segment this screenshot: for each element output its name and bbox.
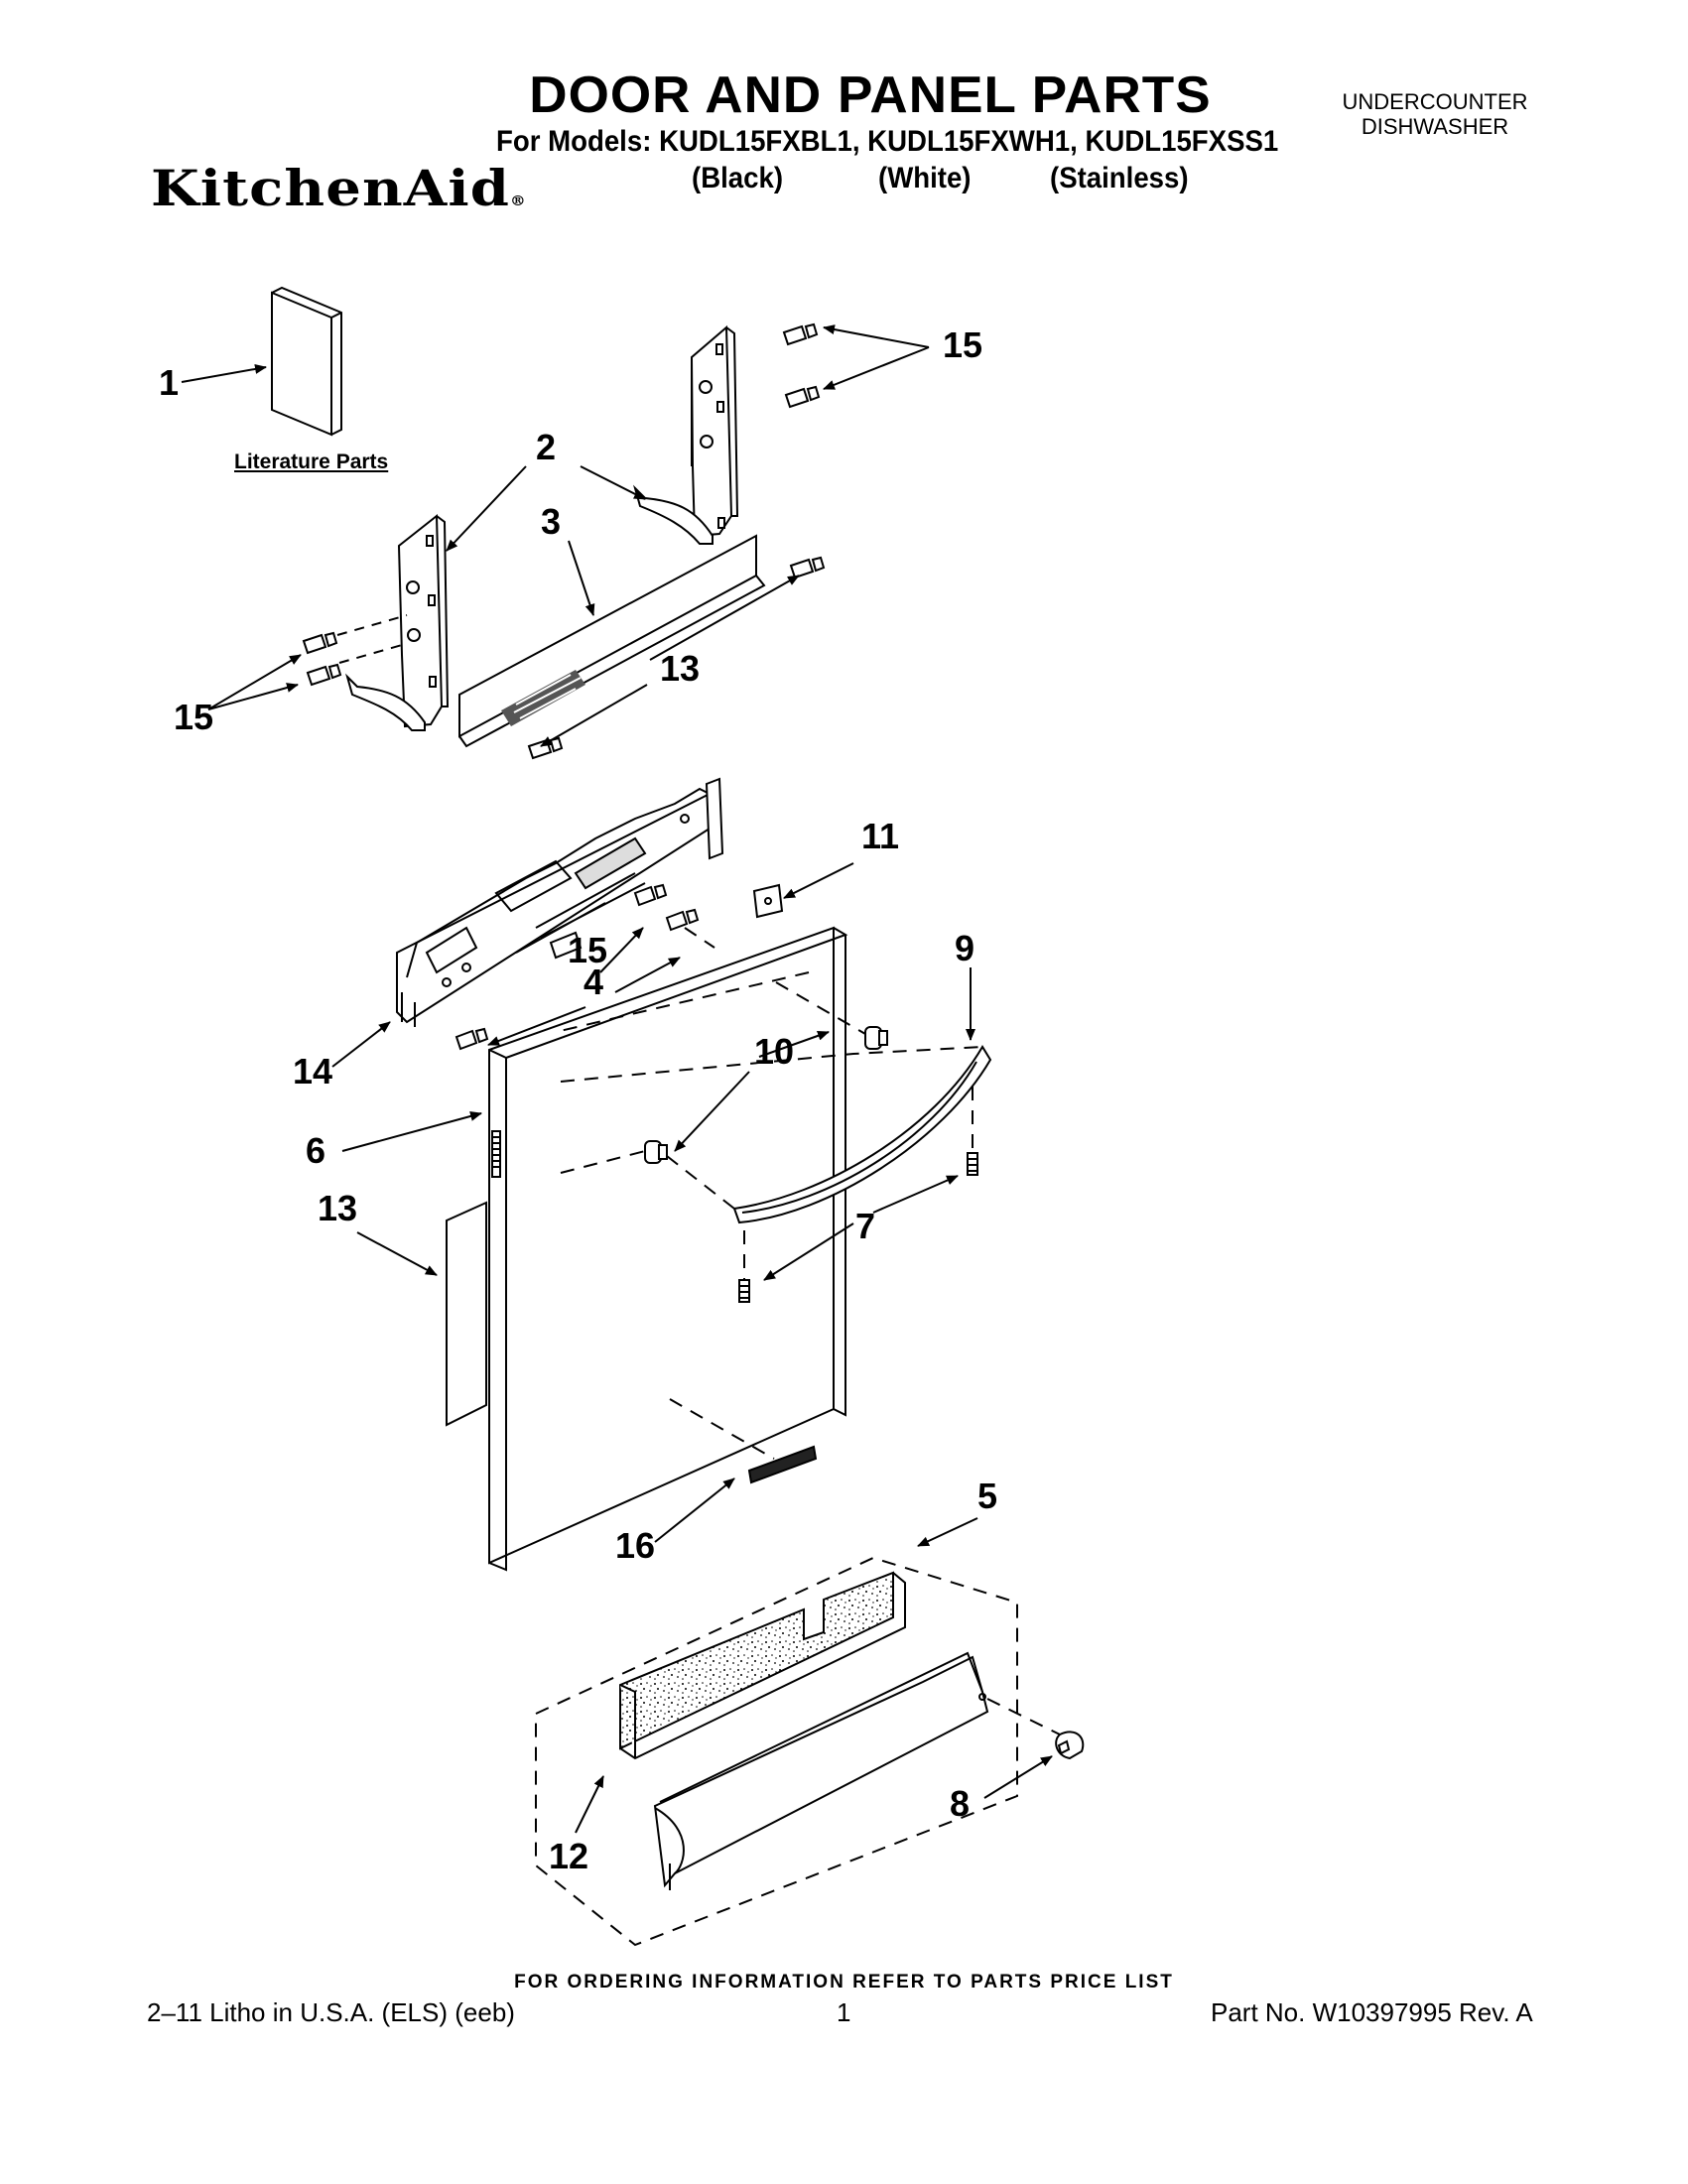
handle-post-left — [644, 1140, 668, 1164]
literature-book — [271, 286, 342, 437]
set-screw-left — [738, 1279, 750, 1303]
brand-logo: KitchenAid® — [151, 159, 527, 217]
callout-8: 8 — [950, 1783, 970, 1824]
callout-4: 4 — [584, 962, 603, 1002]
screw-top-1 — [782, 322, 819, 346]
set-screw-right — [967, 1152, 978, 1176]
door-bracket-left — [345, 513, 450, 731]
brand-name: KitchenAid — [151, 159, 511, 217]
door-insulation — [446, 1201, 487, 1427]
screw-module-2 — [665, 908, 700, 932]
page-number: 1 — [837, 1997, 851, 2027]
finish-black: (Black) — [692, 162, 784, 194]
callout-6: 6 — [306, 1130, 325, 1171]
kickplate-clip — [1055, 1731, 1085, 1760]
callout-12: 12 — [549, 1836, 588, 1876]
models-line: For Models: KUDL15FXBL1, KUDL15FXWH1, KU… — [496, 125, 1279, 158]
brand-registered-mark: ® — [510, 193, 527, 209]
leader-arrows — [181, 324, 1053, 1834]
callout-16: 16 — [615, 1525, 655, 1566]
literature-parts-label: Literature Parts — [234, 450, 389, 473]
door-handle — [732, 1045, 992, 1224]
hinge-clip — [752, 883, 784, 919]
ordering-info: FOR ORDERING INFORMATION REFER TO PARTS … — [514, 1972, 1174, 1992]
litho-info: 2–11 Litho in U.S.A. (ELS) (eeb) — [147, 1997, 515, 2027]
callout-3: 3 — [541, 501, 561, 542]
callout-13-panel: 13 — [660, 648, 700, 689]
callout-14: 14 — [293, 1051, 332, 1092]
screw-top-2 — [784, 385, 821, 409]
callout-13-insulation: 13 — [318, 1188, 357, 1228]
screw-door-left — [454, 1027, 489, 1051]
callout-10: 10 — [754, 1031, 794, 1072]
outer-door-panel — [488, 926, 848, 1572]
callout-1: 1 — [159, 362, 179, 403]
callout-7: 7 — [855, 1206, 875, 1246]
callout-15-module: 15 — [568, 930, 607, 970]
callout-15-top: 15 — [943, 324, 982, 365]
door-bracket-right — [633, 324, 739, 545]
kickplate — [653, 1651, 989, 1890]
callout-5: 5 — [977, 1476, 997, 1516]
control-module — [396, 777, 724, 1027]
page-title: DOOR AND PANEL PARTS — [529, 66, 1212, 124]
nameplate-badge — [747, 1445, 818, 1484]
console-panel — [458, 534, 766, 748]
finish-stainless: (Stainless) — [1050, 162, 1189, 194]
callout-11: 11 — [861, 816, 899, 856]
product-type-line2: DISHWASHER — [1361, 114, 1509, 139]
screw-panel-bottom — [527, 736, 564, 760]
kickplate-assembly-outline — [535, 1556, 1018, 1947]
screw-module-1 — [633, 883, 668, 907]
screw-left-2 — [306, 663, 342, 687]
screw-left-1 — [302, 631, 338, 655]
finish-white: (White) — [878, 162, 972, 194]
screw-panel-right — [789, 556, 826, 579]
part-number: Part No. W10397995 Rev. A — [1211, 1997, 1533, 2027]
callout-2: 2 — [536, 427, 556, 467]
callout-numbers: 1 2 3 15 15 13 13 11 15 4 9 14 10 6 7 5 … — [159, 324, 997, 1876]
product-type-line1: UNDERCOUNTER — [1342, 89, 1528, 114]
callout-15-left: 15 — [174, 697, 213, 737]
insulation-pad — [619, 1571, 906, 1760]
callout-9: 9 — [955, 928, 974, 968]
handle-post-right — [864, 1026, 888, 1050]
